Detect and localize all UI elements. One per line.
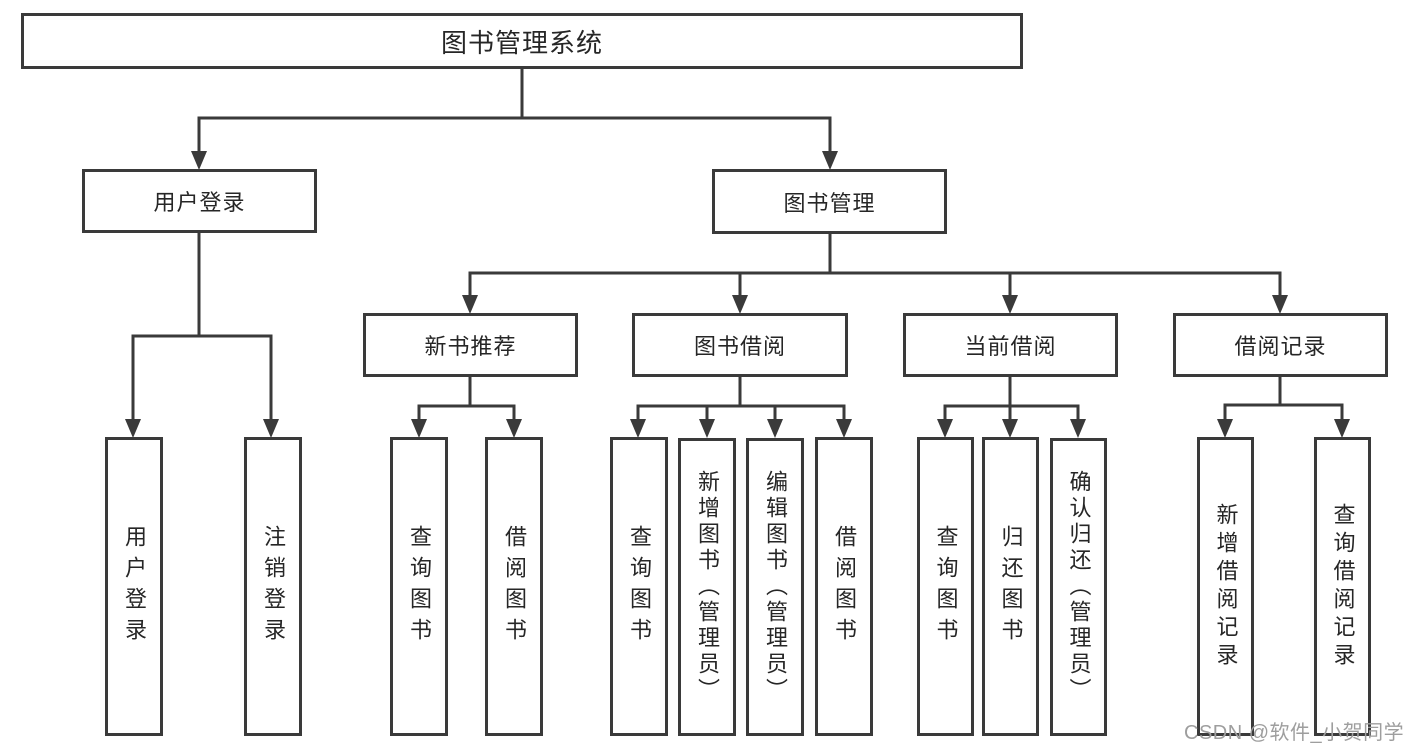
node-user-login: 用户登录 — [82, 169, 317, 233]
node-book-management-label: 图书管理 — [783, 190, 876, 216]
node-book-management: 图书管理 — [712, 169, 947, 234]
leaf-records-query-record: 查询借阅记录 — [1314, 437, 1371, 736]
leaf-current-return-book: 归还图书 — [982, 437, 1039, 736]
leaf-current-query-book-label: 查询图书 — [933, 524, 959, 649]
node-book-borrow-label: 图书借阅 — [693, 334, 786, 359]
node-user-login-label: 用户登录 — [153, 190, 246, 215]
leaf-user-login: 用户登录 — [105, 437, 163, 736]
leaf-logout: 注销登录 — [244, 437, 302, 736]
leaf-current-return-book-label: 归还图书 — [998, 524, 1024, 649]
node-new-book-recommend: 新书推荐 — [363, 313, 578, 377]
node-borrow-records: 借阅记录 — [1173, 313, 1388, 377]
node-borrow-records-label: 借阅记录 — [1234, 334, 1327, 359]
leaf-current-confirm-return-admin-label: 确认归还（管理员） — [1066, 470, 1092, 704]
leaf-recommend-borrow-book: 借阅图书 — [485, 437, 543, 736]
node-root-system: 图书管理系统 — [21, 13, 1023, 69]
leaf-current-query-book: 查询图书 — [917, 437, 974, 736]
leaf-borrow-query-book-label: 查询图书 — [627, 524, 652, 649]
leaf-borrow-edit-book-admin: 编辑图书（管理员） — [746, 438, 804, 736]
node-current-borrow: 当前借阅 — [903, 313, 1118, 377]
leaf-logout-label: 注销登录 — [261, 524, 286, 649]
leaf-current-confirm-return-admin: 确认归还（管理员） — [1050, 438, 1107, 736]
leaf-borrow-edit-book-admin-label: 编辑图书（管理员） — [763, 470, 788, 704]
leaf-records-add-record: 新增借阅记录 — [1197, 437, 1254, 736]
leaf-borrow-add-book-admin-label: 新增图书（管理员） — [695, 470, 720, 704]
leaf-borrow-borrow-book-label: 借阅图书 — [832, 524, 857, 649]
watermark: CSDN @软件_小贺同学 — [1184, 722, 1405, 744]
leaf-recommend-query-book-label: 查询图书 — [407, 524, 432, 649]
leaf-recommend-query-book: 查询图书 — [390, 437, 448, 736]
leaf-borrow-query-book: 查询图书 — [610, 437, 668, 736]
leaf-recommend-borrow-book-label: 借阅图书 — [502, 524, 527, 649]
node-current-borrow-label: 当前借阅 — [964, 334, 1057, 359]
leaf-borrow-add-book-admin: 新增图书（管理员） — [678, 438, 736, 736]
node-root-system-label: 图书管理系统 — [440, 27, 603, 58]
leaf-records-query-record-label: 查询借阅记录 — [1330, 502, 1356, 671]
leaf-user-login-label: 用户登录 — [122, 524, 147, 649]
node-book-borrow: 图书借阅 — [632, 313, 848, 377]
leaf-borrow-borrow-book: 借阅图书 — [815, 437, 873, 736]
node-new-book-recommend-label: 新书推荐 — [424, 334, 517, 359]
leaf-records-add-record-label: 新增借阅记录 — [1213, 502, 1239, 671]
